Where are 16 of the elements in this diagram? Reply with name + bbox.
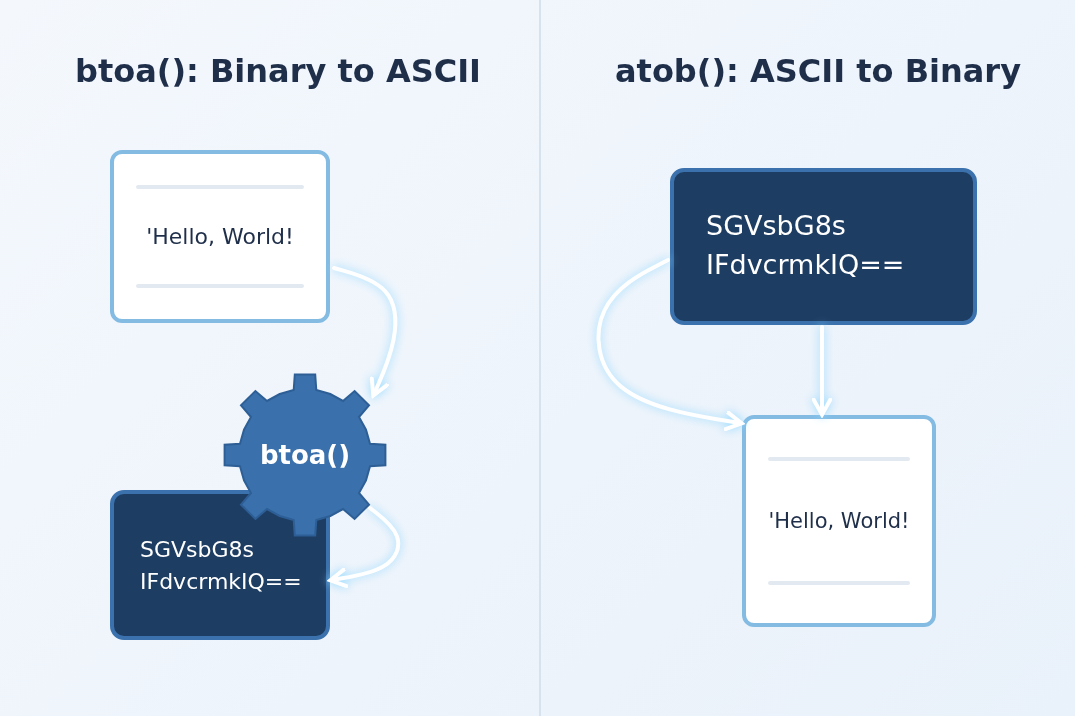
code-box [670,168,977,325]
encoded-text: SGVsbG8s IFdvcrmkIQ== [140,536,303,596]
text-card [742,415,936,627]
function-label: btoa() [259,440,351,470]
panel-heading: btoa(): Binary to ASCII [75,52,481,90]
card-text: 'Hello, World! [768,509,910,533]
gear-badge [222,372,388,538]
panel-heading: atob(): ASCII to Binary [615,52,1021,90]
curved-arrow [596,258,744,432]
card-text: 'Hello, World! [146,224,294,249]
code-box [110,490,330,640]
curved-arrow [332,266,398,398]
encoded-text: SGVsbG8s IFdvcrmkIQ== [706,209,906,283]
curved-arrow [328,506,401,589]
curved-arrow [811,325,833,417]
text-card [110,150,330,323]
